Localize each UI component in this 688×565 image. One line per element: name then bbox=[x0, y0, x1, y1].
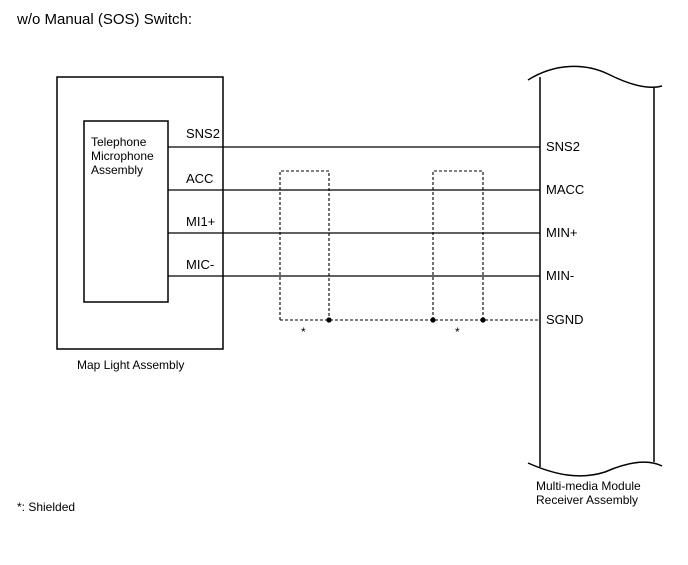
pin-label-left-0: SNS2 bbox=[186, 126, 220, 141]
junction-dot-2 bbox=[430, 317, 436, 323]
pin-label-right-0: SNS2 bbox=[546, 139, 580, 154]
pin-label-left-2: MI1+ bbox=[186, 214, 215, 229]
pin-label-left-3: MIC- bbox=[186, 257, 214, 272]
shield-mark-1: * bbox=[301, 325, 306, 339]
pin-label-right-2: MIN+ bbox=[546, 225, 577, 240]
map-light-assembly-box bbox=[56, 76, 224, 350]
inner-label-line-3: Assembly bbox=[91, 163, 143, 177]
pin-label-sgnd: SGND bbox=[546, 312, 584, 327]
junction-dot-3 bbox=[480, 317, 486, 323]
map-light-assembly-label: Map Light Assembly bbox=[77, 358, 184, 372]
pin-label-right-3: MIN- bbox=[546, 268, 574, 283]
diagram-title: w/o Manual (SOS) Switch: bbox=[16, 11, 192, 28]
inner-label-line-2: Microphone bbox=[91, 149, 154, 163]
shield-2 bbox=[432, 170, 484, 320]
junction-dot-1 bbox=[326, 317, 332, 323]
shield-mark-2: * bbox=[455, 325, 460, 339]
pin-label-left-1: ACC bbox=[186, 171, 213, 186]
pin-label-right-1: MACC bbox=[546, 182, 584, 197]
inner-label-line-1: Telephone bbox=[91, 135, 147, 149]
receiver-label-line-2: Receiver Assembly bbox=[536, 493, 638, 507]
receiver-top-break bbox=[527, 65, 663, 88]
receiver-bottom-break bbox=[527, 461, 663, 477]
telephone-microphone-assembly-box bbox=[83, 120, 169, 303]
receiver-label-line-1: Multi-media Module bbox=[536, 479, 641, 493]
footnote: *: Shielded bbox=[17, 500, 75, 514]
shield-1 bbox=[279, 170, 330, 320]
